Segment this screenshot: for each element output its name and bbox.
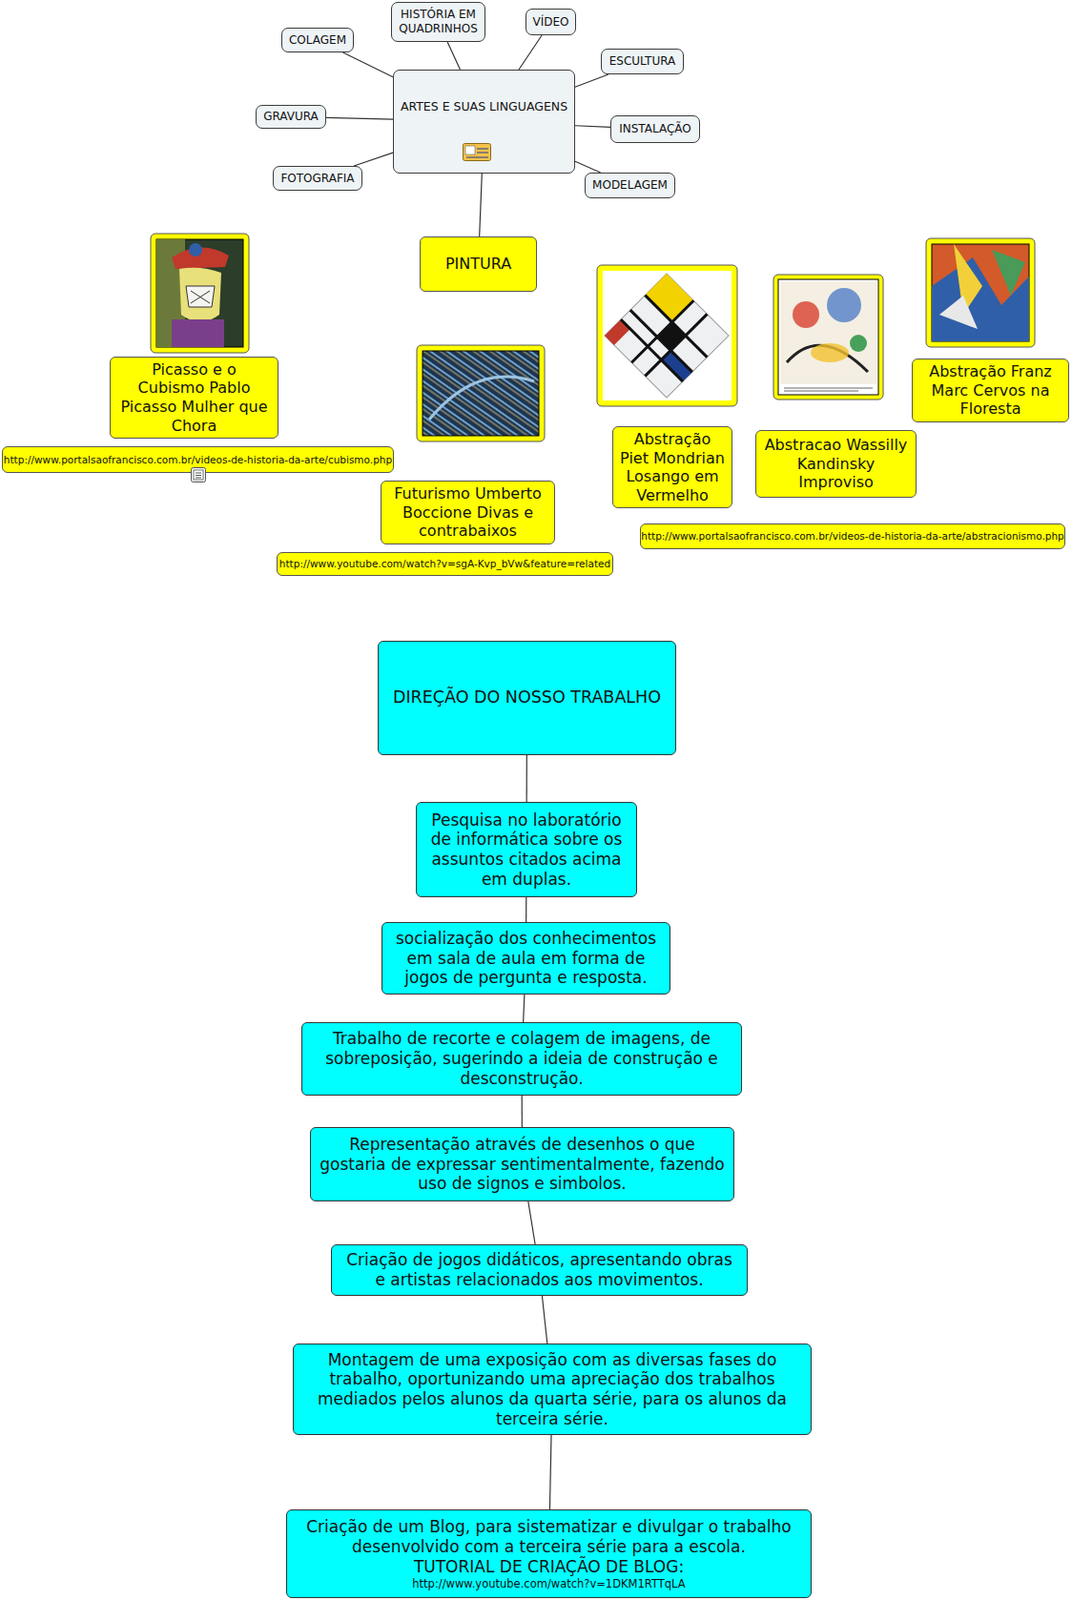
link-box: http://www.portalsaofrancisco.com.br/vid… [639, 523, 1066, 550]
connector-line [525, 897, 527, 923]
language-box: VÍDEO [525, 8, 577, 36]
painting-box: PINTURA [419, 236, 537, 292]
node-text: Abstração Piet Mondrian Losango em Verme… [618, 430, 726, 505]
connector-line [523, 994, 525, 1023]
node-text: Abstracao Wassilly Kandinsky Improviso [762, 435, 910, 493]
node-text: Representação através de desenhos o que … [318, 1134, 726, 1195]
artwork-box: Futurismo Umberto Boccione Divas e contr… [380, 480, 556, 545]
node-text: Criação de um Blog, para sistematizar e … [294, 1517, 804, 1557]
mondrian-thumbnail [597, 265, 738, 407]
step-box: Criação de jogos didáticos, apresentando… [330, 1244, 748, 1297]
step-box: Pesquisa no laboratório de informática s… [415, 802, 638, 898]
url-text: http://www.youtube.com/watch?v=1DKM1RTTq… [412, 1577, 685, 1591]
artwork-box: Abstração Piet Mondrian Losango em Verme… [612, 426, 733, 509]
kandinsky-thumbnail [773, 274, 884, 400]
artwork-box: Picasso e o Cubismo Pablo Picasso Mulher… [109, 356, 279, 439]
language-box: FOTOGRAFIA [272, 165, 363, 191]
node-text: MODELAGEM [592, 178, 668, 193]
language-box: HISTÓRIA EM QUADRINHOS [391, 1, 486, 42]
connector-line [528, 1201, 536, 1245]
connector-line [575, 74, 609, 87]
futurism-thumbnail [416, 345, 545, 442]
language-box: ESCULTURA [600, 48, 684, 75]
node-text: COLAGEM [288, 33, 347, 48]
node-text: ESCULTURA [609, 54, 677, 69]
artwork-box: Abstracao Wassilly Kandinsky Improviso [755, 430, 917, 498]
node-text: FOTOGRAFIA [280, 171, 354, 186]
node-text: HISTÓRIA EM QUADRINHOS [397, 7, 479, 36]
node-text: Trabalho de recorte e colagem de imagens… [309, 1029, 734, 1089]
node-text: socialização dos conhecimentos em sala d… [390, 928, 662, 989]
connector-line [575, 125, 611, 128]
node-text: ARTES E SUAS LINGUAGENS [400, 99, 568, 114]
node-text: INSTALAÇÃO [618, 122, 692, 137]
link-icon [190, 467, 207, 483]
connector-line [479, 173, 483, 237]
connector-line [326, 117, 393, 120]
url-text: http://www.portalsaofrancisco.com.br/vid… [640, 530, 1064, 543]
step-box: Representação através de desenhos o que … [309, 1127, 735, 1202]
node-text: Picasso e o Cubismo Pablo Picasso Mulher… [116, 360, 272, 435]
step-box: Criação de um Blog, para sistematizar e … [286, 1509, 812, 1599]
marc-thumbnail [926, 238, 1035, 348]
node-text: Pesquisa no laboratório de informática s… [424, 810, 629, 890]
node-text: VÍDEO [532, 15, 569, 30]
language-box: COLAGEM [281, 27, 354, 53]
url-text: http://www.youtube.com/watch?v=sgA-Kvp_b… [279, 557, 611, 571]
connector-line [521, 1095, 523, 1128]
node-text: DIREÇÃO DO NOSSO TRABALHO [392, 687, 661, 708]
connector-line [447, 41, 460, 70]
node-text: TUTORIAL DE CRIAÇÃO DE BLOG: [413, 1557, 684, 1578]
connector-line [353, 152, 393, 166]
node-text: Futurismo Umberto Boccione Divas e contr… [387, 484, 549, 541]
node-text: Criação de jogos didáticos, apresentando… [339, 1250, 740, 1290]
connector-line [526, 755, 528, 803]
step-box: socialização dos conhecimentos em sala d… [381, 922, 671, 995]
node-text: Montagem de uma exposição com as diversa… [301, 1350, 804, 1430]
connector-line [575, 161, 601, 173]
step-box: Montagem de uma exposição com as diversa… [292, 1343, 812, 1436]
note-icon [462, 143, 492, 162]
heading-box: DIREÇÃO DO NOSSO TRABALHO [377, 640, 677, 756]
connector-line [518, 35, 542, 70]
node-text: Abstração Franz Marc Cervos na Floresta [918, 362, 1063, 419]
connector-line [343, 52, 393, 78]
link-box: http://www.youtube.com/watch?v=sgA-Kvp_b… [276, 552, 614, 577]
language-box: INSTALAÇÃO [610, 115, 701, 144]
picasso-thumbnail [150, 233, 249, 353]
language-box: GRAVURA [255, 104, 327, 129]
connector-line [541, 1296, 547, 1344]
connector-line [549, 1435, 552, 1510]
artwork-box: Abstração Franz Marc Cervos na Floresta [911, 358, 1070, 423]
url-text: http://www.portalsaofrancisco.com.br/vid… [3, 453, 392, 467]
node-text: GRAVURA [263, 109, 319, 124]
node-text: PINTURA [445, 254, 512, 274]
language-box: MODELAGEM [584, 172, 676, 199]
step-box: Trabalho de recorte e colagem de imagens… [301, 1022, 743, 1096]
